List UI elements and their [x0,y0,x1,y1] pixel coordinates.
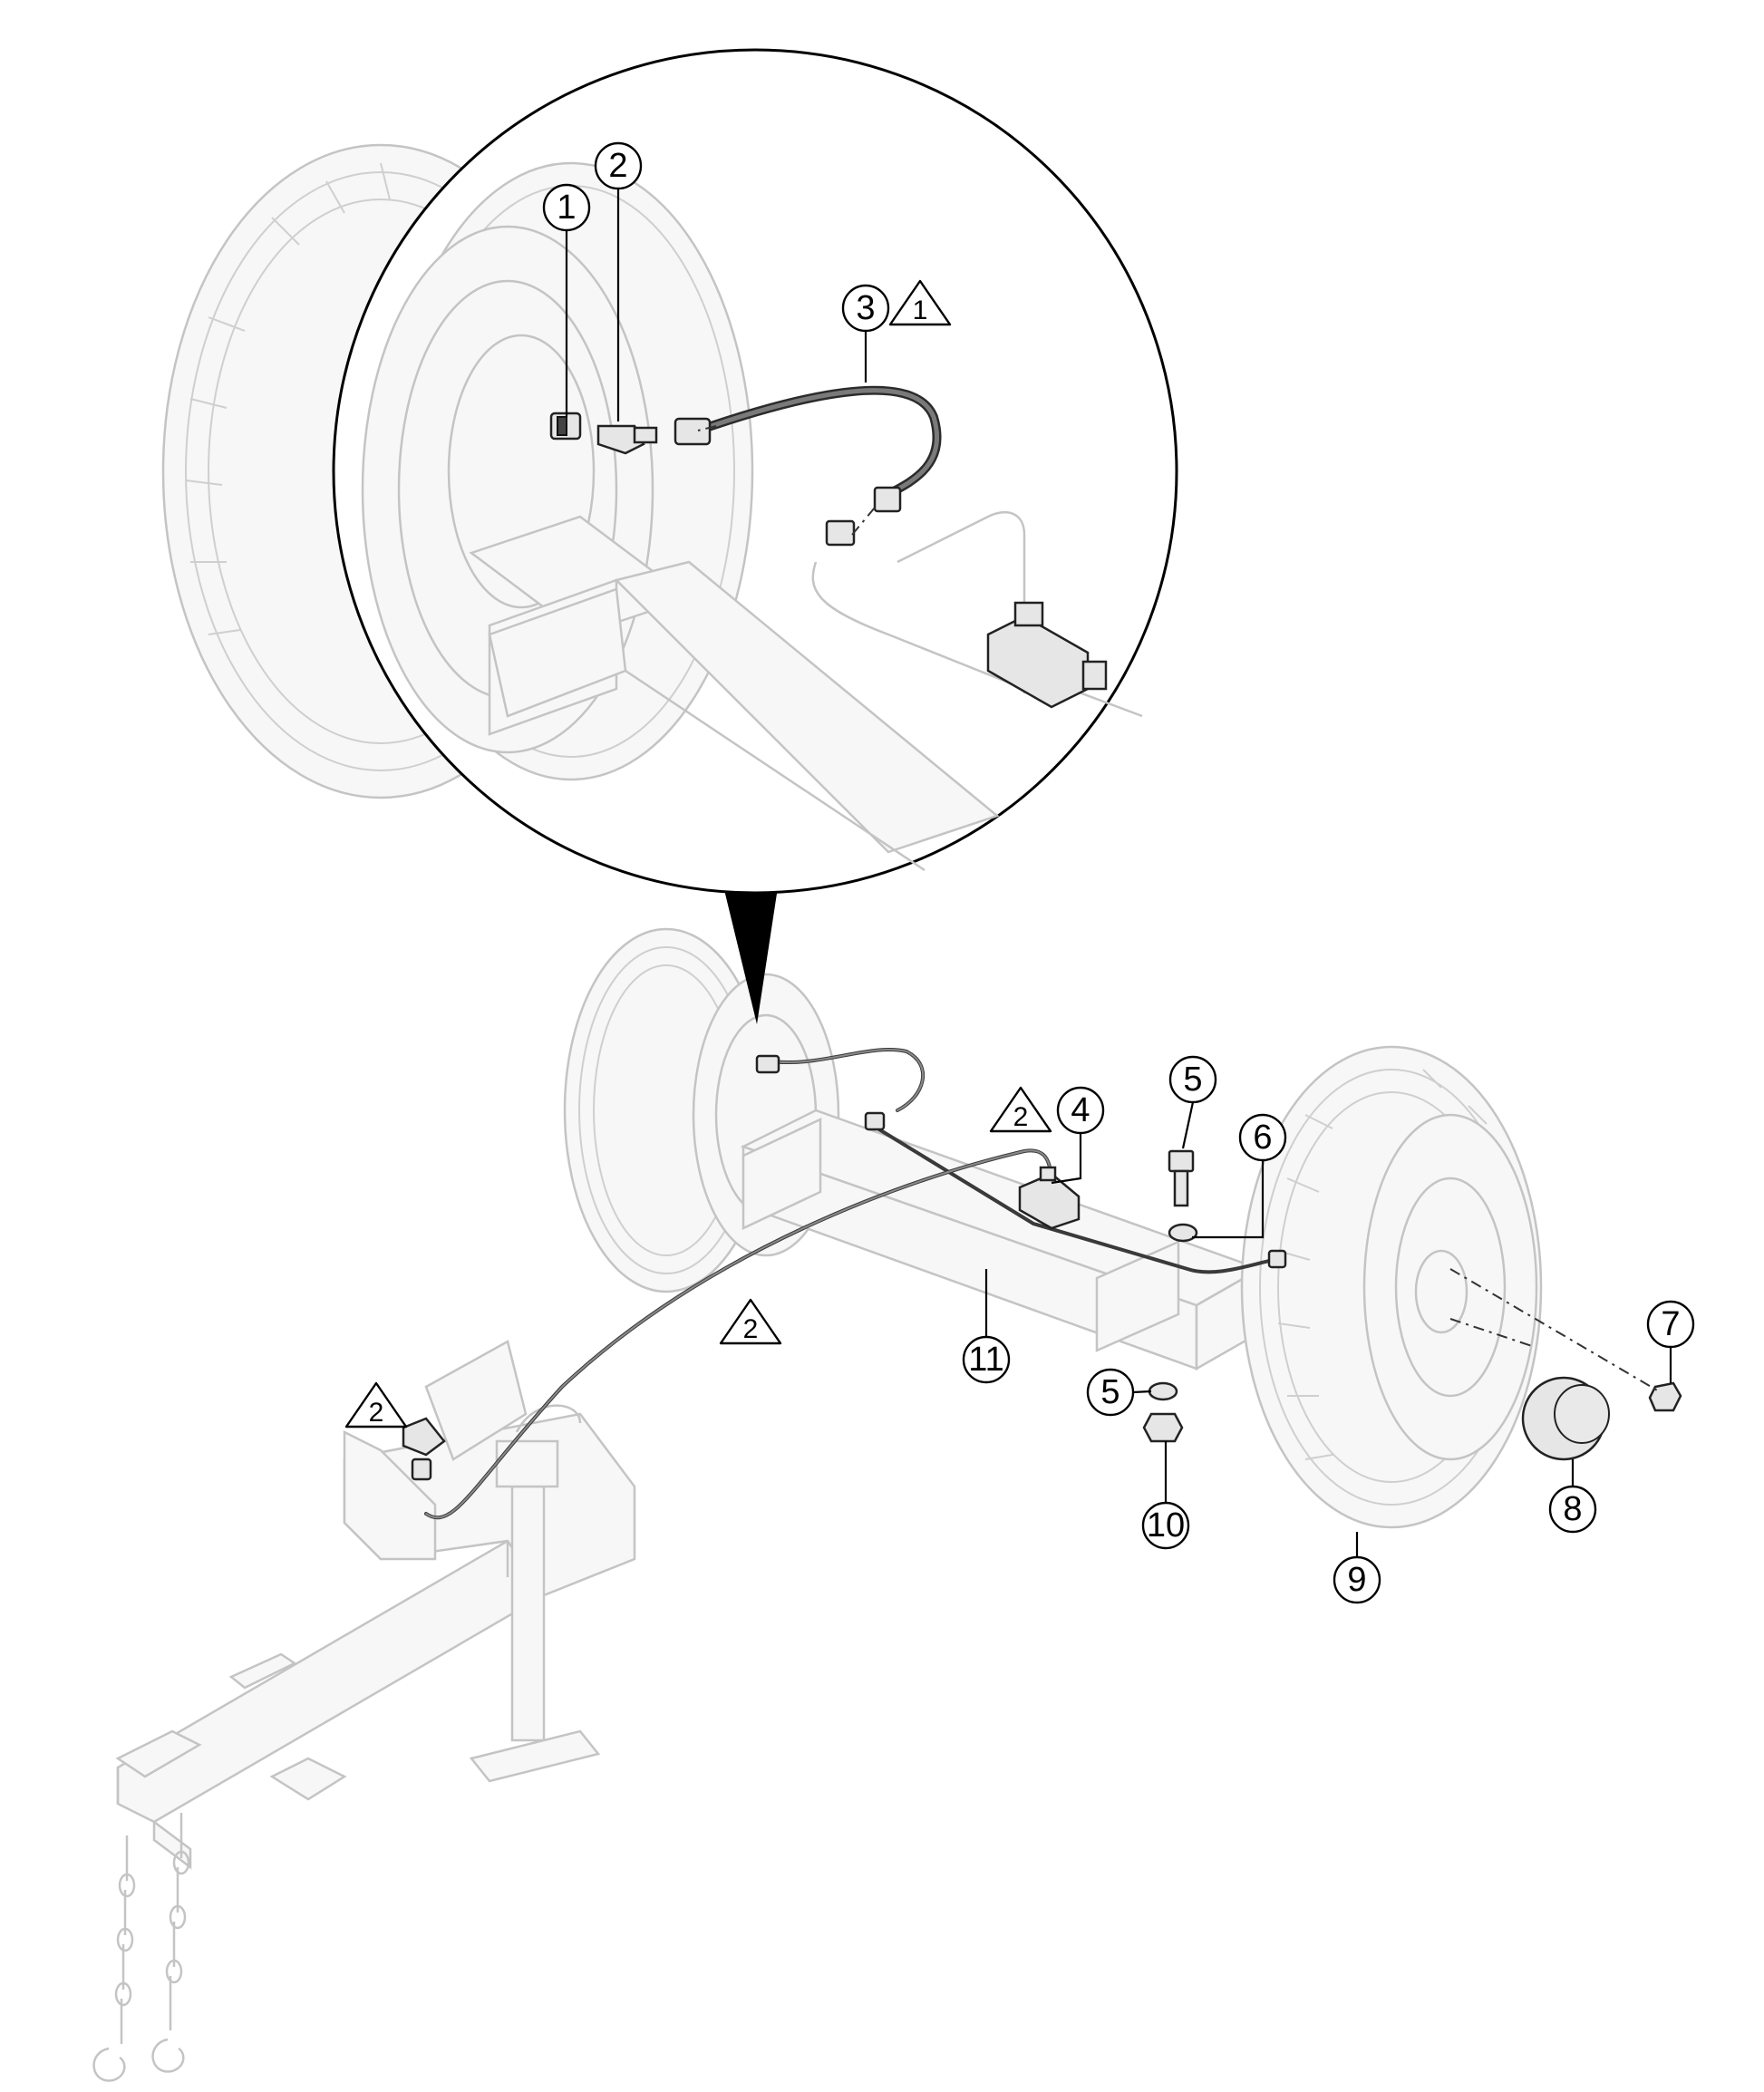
callouts: 1 2 3 4 5 6 7 8 [542,141,1695,1604]
hose-end-fitting [674,417,902,547]
fitting-1 [549,412,582,441]
callout-2: 2 [594,141,643,190]
warning-triangle-1: 1 [888,279,952,326]
hose-lines [424,1047,1275,1520]
svg-text:3: 3 [856,289,875,327]
nut-10 [1142,1412,1184,1443]
svg-text:6: 6 [1253,1119,1272,1157]
svg-text:11: 11 [968,1341,1003,1379]
axle-tube [740,1109,1263,1371]
elbow-fitting-2 [596,424,658,455]
tee-fitting-4 [1018,1166,1081,1230]
callout-1: 1 [542,183,591,232]
svg-text:4: 4 [1071,1091,1090,1129]
callout-4: 4 [1056,1086,1105,1135]
svg-text:9: 9 [1347,1561,1366,1599]
lug-nut-7 [1648,1381,1682,1412]
svg-text:2: 2 [608,147,627,185]
callout-5-lower: 5 [1086,1368,1135,1417]
svg-text:5: 5 [1183,1061,1202,1099]
frame-fitting [402,1417,446,1481]
warning-triangles: 1 2 2 2 [344,279,1052,1429]
svg-text:2: 2 [369,1398,384,1428]
callout-8: 8 [1548,1485,1597,1534]
callout-9: 9 [1333,1555,1381,1604]
washer-5-lower [1148,1381,1178,1401]
callout-3: 3 [841,284,890,333]
svg-text:1: 1 [557,189,576,227]
left-wheel-lower [563,927,840,1293]
svg-text:5: 5 [1100,1373,1119,1411]
callout-11: 11 [962,1335,1011,1384]
callout-6: 6 [1238,1113,1287,1162]
svg-text:8: 8 [1563,1490,1582,1528]
washer-6 [1168,1223,1198,1243]
warning-triangle-2-frame: 2 [344,1381,408,1429]
warning-triangle-2-hose: 2 [719,1298,782,1345]
callout-7: 7 [1646,1300,1695,1349]
safety-chains [92,1813,190,2082]
svg-text:7: 7 [1661,1305,1680,1343]
leader-lines [565,189,1672,1557]
callout-5-upper: 5 [1168,1055,1217,1104]
callout-10: 10 [1141,1501,1190,1550]
hub-cap-8 [1521,1376,1610,1461]
bolt-5 [1168,1149,1195,1207]
svg-text:2: 2 [1013,1102,1029,1132]
lower-fittings [402,1054,1682,1481]
svg-text:10: 10 [1147,1506,1185,1545]
svg-text:2: 2 [743,1314,759,1344]
right-wheel [1240,1045,1543,1529]
svg-text:1: 1 [913,295,928,325]
detail-magnifier [161,48,1178,1024]
tee-fitting-detail [986,601,1108,709]
warning-triangle-2-tee: 2 [989,1086,1052,1133]
